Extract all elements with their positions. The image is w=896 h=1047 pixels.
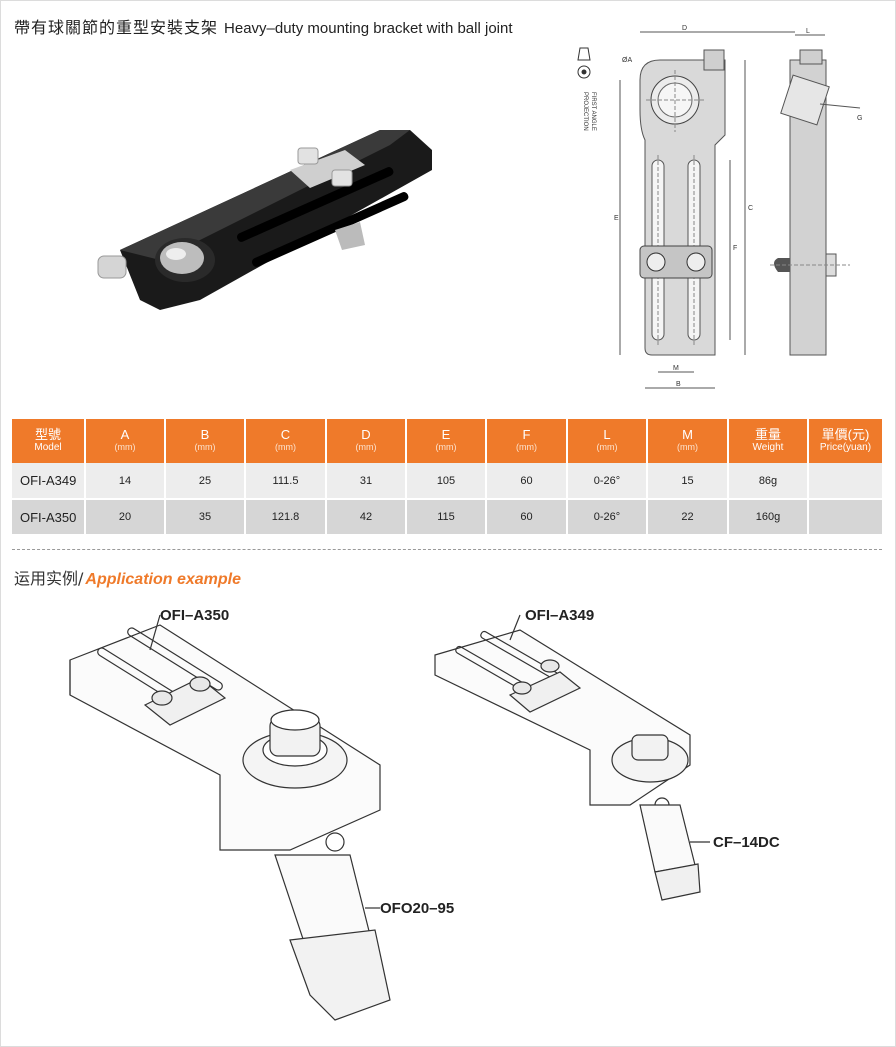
cell-price <box>808 499 882 536</box>
cell-model: OFI-A350 <box>12 499 86 536</box>
cell-weight: 86g <box>728 463 809 500</box>
cell-b: 25 <box>165 463 246 500</box>
table-row: OFI-A350 20 35 121.8 42 115 60 0-26° 22 … <box>12 499 882 536</box>
title-en: Heavy–duty mounting bracket with ball jo… <box>224 20 513 37</box>
header-a: A(mm) <box>85 419 166 463</box>
title-zh: 帶有球關節的重型安裝支架 <box>14 18 219 37</box>
cell-d: 42 <box>326 499 407 536</box>
technical-drawing: FIRST ANGLE PROJECTION D ØA E C F M B L … <box>577 25 862 389</box>
projection-text-2: PROJECTION <box>582 92 588 131</box>
cell-f: 60 <box>486 463 568 500</box>
label-left-part: OFO20–95 <box>380 900 454 917</box>
table-row: OFI-A349 14 25 111.5 31 105 60 0-26° 15 … <box>12 463 882 500</box>
cell-d: 31 <box>326 463 407 500</box>
header-price: 單價(元)Price(yuan) <box>808 419 882 463</box>
section-divider <box>12 549 882 550</box>
cell-weight: 160g <box>728 499 809 536</box>
application-title-en: Application example <box>85 571 241 588</box>
cell-l: 0-26° <box>567 463 648 500</box>
label-left-bracket: OFI–A350 <box>160 607 229 624</box>
application-title-zh: 运用实例/ <box>14 569 84 588</box>
dim-g: G <box>857 115 862 122</box>
label-right-bracket: OFI–A349 <box>525 607 594 624</box>
cell-l: 0-26° <box>567 499 648 536</box>
header-f: F(mm) <box>486 419 568 463</box>
application-drawings: OFI–A350 OFO20–95 OFI–A349 CF–14DC <box>69 607 780 1021</box>
application-title: 运用实例/Application example <box>14 565 241 589</box>
cell-b: 35 <box>165 499 246 536</box>
dim-c: C <box>748 205 753 212</box>
dim-m: M <box>673 365 679 372</box>
header-l: L(mm) <box>567 419 648 463</box>
dim-b: B <box>676 381 681 388</box>
cell-e: 105 <box>406 463 487 500</box>
header-m: M(mm) <box>647 419 729 463</box>
cell-a: 14 <box>85 463 166 500</box>
cell-c: 111.5 <box>245 463 327 500</box>
header-d: D(mm) <box>326 419 407 463</box>
cell-model: OFI-A349 <box>12 463 86 500</box>
page-title: 帶有球關節的重型安裝支架 Heavy–duty mounting bracket … <box>14 14 513 38</box>
dim-a: ØA <box>622 57 632 64</box>
product-photo <box>97 130 432 310</box>
dim-e: E <box>614 215 619 222</box>
cell-f: 60 <box>486 499 568 536</box>
header-e: E(mm) <box>406 419 487 463</box>
cell-m: 22 <box>647 499 729 536</box>
projection-symbol: FIRST ANGLE PROJECTION <box>577 47 596 131</box>
cell-price <box>808 463 882 500</box>
dim-f: F <box>733 245 737 252</box>
cell-a: 20 <box>85 499 166 536</box>
projection-text-1: FIRST ANGLE <box>590 92 596 131</box>
header-b: B(mm) <box>165 419 246 463</box>
cell-c: 121.8 <box>245 499 327 536</box>
header-c: C(mm) <box>245 419 327 463</box>
label-right-part: CF–14DC <box>713 834 780 851</box>
dim-d: D <box>682 25 687 32</box>
cell-m: 15 <box>647 463 729 500</box>
cell-e: 115 <box>406 499 487 536</box>
dim-l: L <box>806 28 810 35</box>
